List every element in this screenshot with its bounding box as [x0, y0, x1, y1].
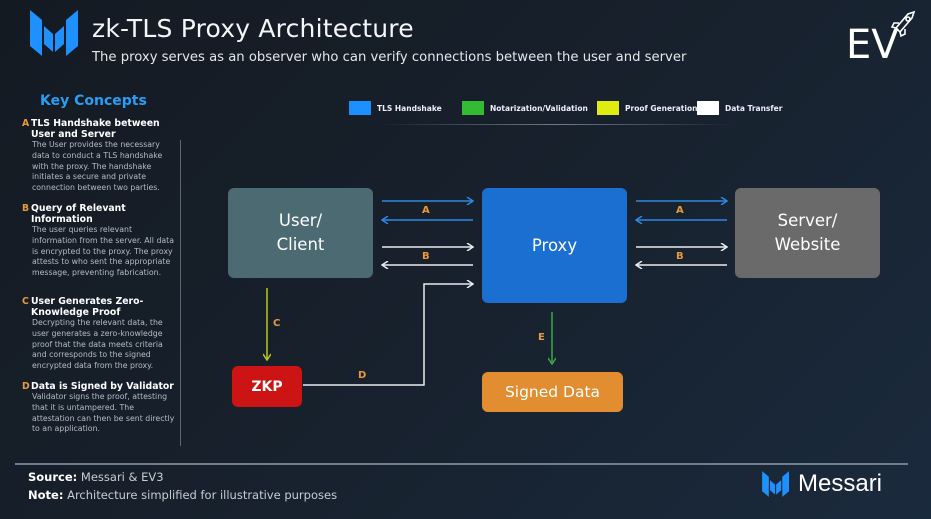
node-label: Signed Data — [504, 383, 601, 401]
note-label: Note: — [28, 488, 64, 502]
edge-d-zkp-to-proxy — [303, 284, 473, 386]
source-line: Source: Messari & EV3 — [28, 470, 164, 484]
node-zkp: ZKP — [232, 366, 302, 407]
legend-tls: TLS Handshake — [349, 101, 442, 115]
ev-logo-text: EV — [846, 22, 899, 64]
node-server-website: Server/ Website — [735, 188, 880, 278]
legend-label: TLS Handshake — [377, 103, 442, 113]
messari-wordmark: Messari — [798, 470, 883, 497]
legend-label: Data Transfer — [725, 103, 783, 113]
source-text: Messari & EV3 — [80, 470, 164, 484]
concept-heading: TLS Handshake between User and Server — [31, 118, 160, 140]
ev3-logo-icon: EV — [846, 10, 916, 64]
concept-letter: B — [22, 203, 30, 214]
node-proxy: Proxy — [482, 188, 627, 303]
rocket-icon — [890, 10, 916, 38]
concept-letter: A — [22, 118, 30, 129]
concept-body: Validator signs the proof, attesting tha… — [32, 392, 175, 434]
node-label: ZKP — [251, 378, 283, 395]
page-subtitle: The proxy serves as an observer who can … — [92, 50, 687, 65]
node-label: Server/ Website — [774, 211, 841, 254]
footer-divider — [15, 463, 908, 465]
messari-brand: Messari — [760, 470, 882, 498]
legend-swatch — [597, 101, 619, 115]
edge-label-b: B — [422, 251, 430, 262]
edge-label-c: C — [273, 318, 281, 329]
node-label: Proxy — [531, 236, 578, 255]
concept-letter: D — [22, 381, 30, 392]
legend-data-transfer: Data Transfer — [697, 101, 782, 115]
legend-swatch — [349, 101, 371, 115]
edge-label-a: A — [422, 205, 430, 216]
concept-body: The User provides the necessary data to … — [32, 140, 163, 193]
legend-proof: Proof Generation — [597, 101, 697, 115]
legend-notarization: Notarization/Validation — [462, 101, 588, 115]
divider — [180, 140, 181, 446]
key-concepts-title: Key Concepts — [40, 93, 147, 109]
concept-heading: Query of Relevant Information — [31, 203, 126, 225]
concept-body: The user queries relevant information fr… — [32, 225, 175, 278]
concept-heading: Data is Signed by Validator — [31, 381, 174, 392]
edge-label-d: D — [358, 370, 367, 381]
concept-body: Decrypting the relevant data, the user g… — [32, 318, 163, 371]
node-user-client: User/ Client — [228, 188, 373, 278]
messari-logo-icon — [30, 10, 78, 56]
source-label: Source: — [28, 470, 78, 484]
node-signed-data: Signed Data — [482, 372, 623, 412]
edge-label-a: A — [676, 205, 684, 216]
legend-divider — [378, 124, 736, 125]
legend-swatch — [462, 101, 484, 115]
messari-logo-icon — [762, 471, 789, 497]
page-title: zk-TLS Proxy Architecture — [92, 14, 414, 43]
edge-label-e: E — [538, 332, 545, 343]
concept-heading: User Generates Zero-Knowledge Proof — [31, 296, 144, 318]
concept-letter: C — [22, 296, 29, 307]
edge-label-b: B — [676, 251, 684, 262]
legend-label: Notarization/Validation — [490, 103, 588, 113]
note-text: Architecture simplified for illustrative… — [67, 488, 338, 502]
node-label: User/ Client — [276, 211, 325, 254]
legend-label: Proof Generation — [625, 103, 698, 113]
legend-swatch — [697, 101, 719, 115]
note-line: Note: Architecture simplified for illust… — [28, 488, 337, 502]
